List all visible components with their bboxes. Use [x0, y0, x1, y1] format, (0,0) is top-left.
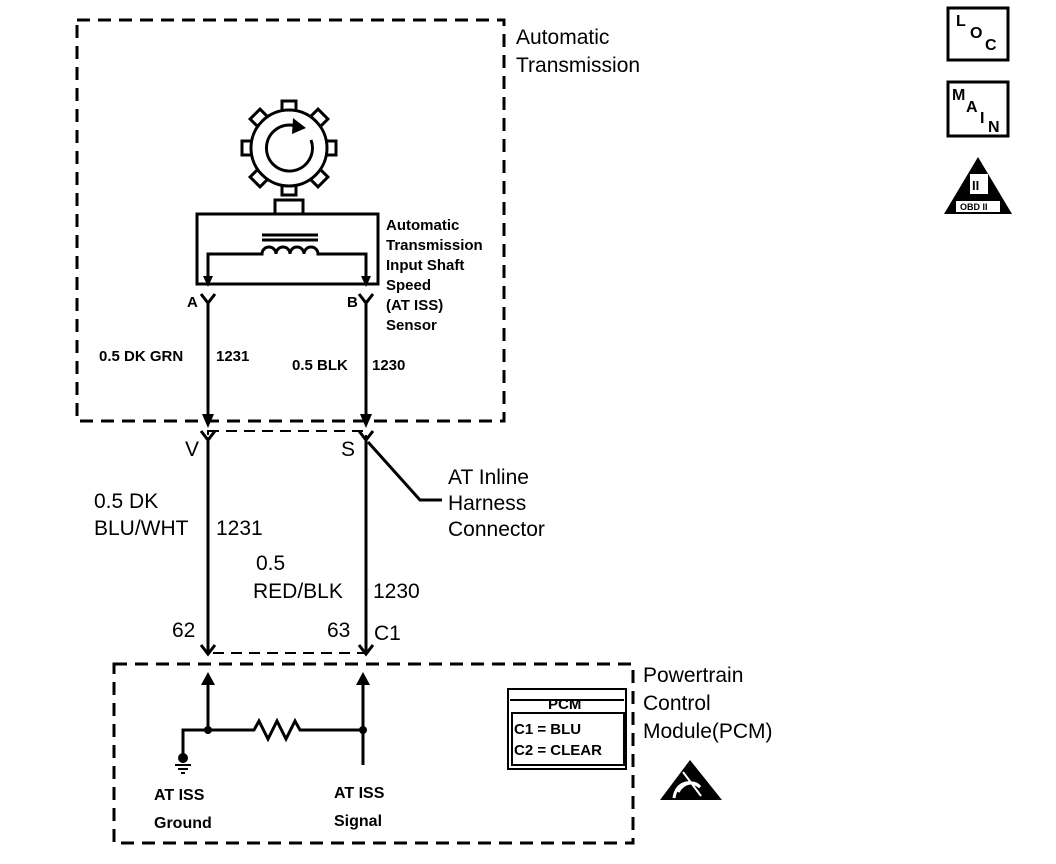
pcm-pin-62: 62: [172, 619, 195, 642]
wire-1231-lower-color-line1: 0.5 DK: [94, 490, 158, 513]
sensor-label-line4: Speed: [386, 277, 431, 294]
obd-icon-label: OBD II: [960, 202, 988, 212]
sensor-label-line3: Input Shaft: [386, 257, 464, 274]
wire-1231-lower-circuit: 1231: [216, 517, 263, 540]
reluctor-wheel-icon: [240, 99, 338, 197]
pcm-label-line3: Module(PCM): [643, 720, 773, 743]
main-icon-letter-m: M: [952, 87, 965, 104]
transmission-label-line2: Transmission: [516, 54, 640, 77]
pcm-pin-63: 63: [327, 619, 350, 642]
loc-icon-letter-c: C: [985, 37, 997, 54]
signal-label-line2: Signal: [334, 813, 382, 830]
loc-icon-letter-l: L: [956, 13, 966, 30]
sensor-body: [195, 198, 380, 287]
inline-connector-label-line3: Connector: [448, 518, 545, 541]
inline-pin-s: S: [341, 438, 355, 461]
pcm-connector-pins: [199, 644, 375, 657]
sensor-label-line2: Transmission: [386, 237, 483, 254]
sensor-label-line6: Sensor: [386, 317, 437, 334]
sensor-label-line1: Automatic: [386, 217, 459, 234]
signal-label-line1: AT ISS: [334, 785, 385, 802]
pcm-connector-c1: C1: [374, 622, 401, 645]
ground-label-line2: Ground: [154, 815, 212, 832]
wire-1230-upper-color: 0.5 BLK: [292, 357, 348, 374]
arrow-1231-inline: [202, 414, 214, 428]
wire-1231-upper-color: 0.5 DK GRN: [99, 348, 183, 365]
inline-pin-v: V: [185, 438, 199, 461]
wire-1231-upper-circuit: 1231: [216, 348, 249, 365]
transmission-label-line1: Automatic: [516, 26, 609, 49]
pcm-legend-c2: C2 = CLEAR: [514, 742, 602, 759]
pcm-label-line1: Powertrain: [643, 664, 743, 687]
wire-1230-lower-circuit: 1230: [373, 580, 420, 603]
wire-1230-lower-color-line2: RED/BLK: [253, 580, 343, 603]
inline-connector-label-line2: Harness: [448, 492, 526, 515]
ground-label-line1: AT ISS: [154, 787, 205, 804]
pcm-legend-title: PCM: [548, 696, 581, 713]
arrow-1230-inline: [360, 414, 372, 428]
pcm-legend: [507, 688, 627, 770]
loc-icon-letter-o: O: [970, 25, 982, 42]
esd-warning-icon: [660, 760, 722, 800]
transmission-boundary: [75, 18, 506, 423]
sensor-label-line5: (AT ISS): [386, 297, 443, 314]
inline-connector-label-line1: AT Inline: [448, 466, 529, 489]
wire-1230-upper-circuit: 1230: [372, 357, 405, 374]
obd-icon-numeral: II: [972, 178, 979, 193]
main-icon-letter-a: A: [966, 99, 978, 116]
main-icon-letter-n: N: [988, 119, 1000, 136]
sensor-pin-a: A: [187, 294, 198, 311]
pcm-internal-circuit: [181, 672, 370, 765]
main-icon[interactable]: M A I N: [946, 80, 1010, 138]
wire-1230-lower-color-line1: 0.5: [256, 552, 285, 575]
ground-symbol-icon: [175, 753, 191, 774]
pcm-label-line2: Control: [643, 692, 711, 715]
main-icon-letter-i: I: [980, 110, 984, 127]
inline-connector-leader: [366, 440, 442, 502]
obd-ii-icon[interactable]: II OBD II: [944, 157, 1012, 214]
loc-icon[interactable]: L O C: [946, 6, 1010, 62]
pcm-legend-c1: C1 = BLU: [514, 721, 581, 738]
pcm-boundary: [112, 662, 635, 845]
wire-1231-lower-color-line2: BLU/WHT: [94, 517, 189, 540]
sensor-pin-b: B: [347, 294, 358, 311]
